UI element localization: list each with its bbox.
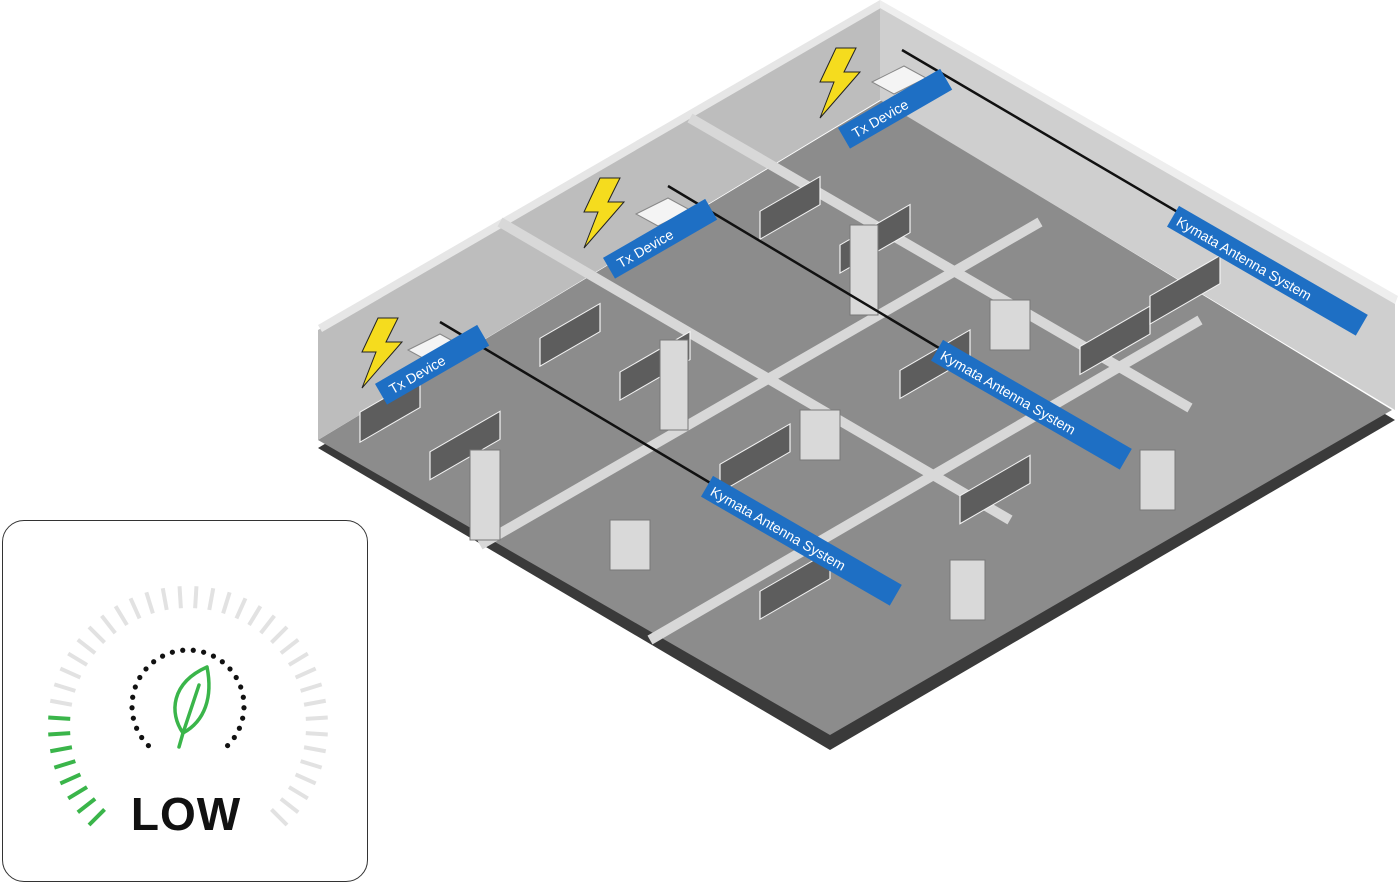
gauge-tick-inactive	[76, 638, 97, 655]
gauge-tick-inactive	[294, 666, 317, 680]
gauge-dot	[159, 653, 166, 659]
gauge-tick-inactive	[53, 682, 76, 693]
gauge-dot	[227, 666, 233, 672]
gauge-dot	[231, 734, 237, 741]
partition-1	[497, 217, 1013, 525]
back-wall-right	[880, 5, 1395, 410]
gauge-dot	[210, 653, 217, 659]
floor-slab	[318, 100, 1392, 735]
gauge-tick-inactive	[305, 715, 328, 721]
gauge-tick-inactive	[270, 625, 289, 644]
lightning-bolt-icon	[361, 317, 404, 389]
gauge-tick-inactive	[87, 625, 106, 644]
gauge-tick-inactive	[287, 651, 309, 667]
gauge-dot	[130, 715, 136, 721]
gauge-tick-inactive	[113, 605, 129, 627]
gauge-tick-active	[59, 772, 82, 786]
gauge-dot	[236, 725, 242, 731]
gauge-tick-inactive	[67, 651, 89, 667]
partition-4	[647, 315, 1203, 645]
antenna-label-2-bg	[931, 339, 1132, 470]
gauge-tick-inactive	[279, 638, 300, 655]
gauge-ticks	[48, 586, 328, 827]
gauge-dot	[219, 659, 225, 665]
gauge-tick-inactive	[247, 605, 263, 627]
gauge-dot	[151, 659, 157, 665]
gauge-tick-inactive	[207, 587, 216, 611]
antenna-label-1-bg	[701, 475, 902, 606]
gauge-dot	[240, 715, 246, 721]
gauge-tick-inactive	[221, 591, 232, 614]
gauge-tick-active	[87, 808, 106, 827]
gauge-dot	[132, 684, 138, 690]
energy-gauge-card: LOW	[2, 520, 368, 882]
gauge-tick-inactive	[300, 759, 323, 770]
gauge-dot	[238, 684, 244, 690]
gauge-dot	[145, 742, 152, 749]
gauge-tick-active	[48, 715, 71, 721]
gauge-tick-inactive	[160, 587, 169, 611]
leaf-icon	[173, 665, 211, 749]
gauge-dot	[240, 694, 246, 700]
gauge-tick-active	[48, 731, 71, 737]
energy-gauge	[48, 586, 328, 827]
tx-label-3-bg	[838, 68, 953, 149]
gauge-dot	[134, 725, 140, 731]
gauge-tick-inactive	[287, 785, 309, 801]
gauge-tick-active	[49, 745, 73, 754]
partition-2	[687, 113, 1193, 413]
partition-3	[477, 217, 1043, 550]
gauge-tick-inactive	[294, 772, 317, 786]
gauge-tick-inactive	[59, 666, 82, 680]
gauge-dot	[143, 666, 149, 672]
gauge-dot	[169, 649, 175, 655]
gauge-tick-inactive	[49, 698, 73, 707]
lightning-bolt-icon	[819, 47, 862, 119]
antenna-label-3-bg	[1167, 205, 1368, 336]
gauge-tick-inactive	[305, 731, 328, 737]
gauge-dot	[241, 705, 247, 711]
gauge-tick-inactive	[303, 698, 327, 707]
gauge-dot	[201, 649, 207, 655]
gauge-dot	[233, 674, 239, 681]
gauge-tick-inactive	[177, 586, 183, 609]
back-wall-right-top	[880, 0, 1398, 304]
gauge-tick-inactive	[144, 591, 155, 614]
gauge-dot	[130, 694, 136, 700]
gauge-level-label: LOW	[130, 788, 242, 840]
gauge-dot	[137, 674, 143, 681]
lightning-bolt-icon	[583, 177, 626, 249]
gauge-tick-active	[53, 759, 76, 770]
gauge-tick-inactive	[100, 614, 117, 635]
gauge-tick-inactive	[259, 614, 276, 635]
gauge-dot	[190, 647, 196, 653]
gauge-dot	[129, 705, 135, 711]
gauge-tick-inactive	[128, 597, 142, 620]
gauge-tick-active	[76, 797, 97, 814]
gauge-tick-inactive	[279, 797, 300, 814]
equipment-cabinets	[469, 224, 1176, 621]
lightning-bolt-icons	[361, 47, 862, 389]
gauge-tick-inactive	[300, 682, 323, 693]
tx-label-2-bg	[603, 198, 718, 279]
tx-label-1-bg	[375, 324, 490, 405]
back-wall-left-top	[318, 0, 886, 332]
gauge-dot	[139, 734, 145, 741]
gauge-tick-inactive	[193, 586, 199, 609]
gauge-tick-inactive	[270, 808, 289, 827]
gauge-inner-dots	[129, 647, 247, 749]
gauge-dot	[180, 647, 186, 653]
gauge-dot	[224, 742, 231, 749]
gauge-tick-active	[67, 785, 89, 801]
gauge-tick-inactive	[303, 745, 327, 754]
gauge-tick-inactive	[234, 597, 248, 620]
